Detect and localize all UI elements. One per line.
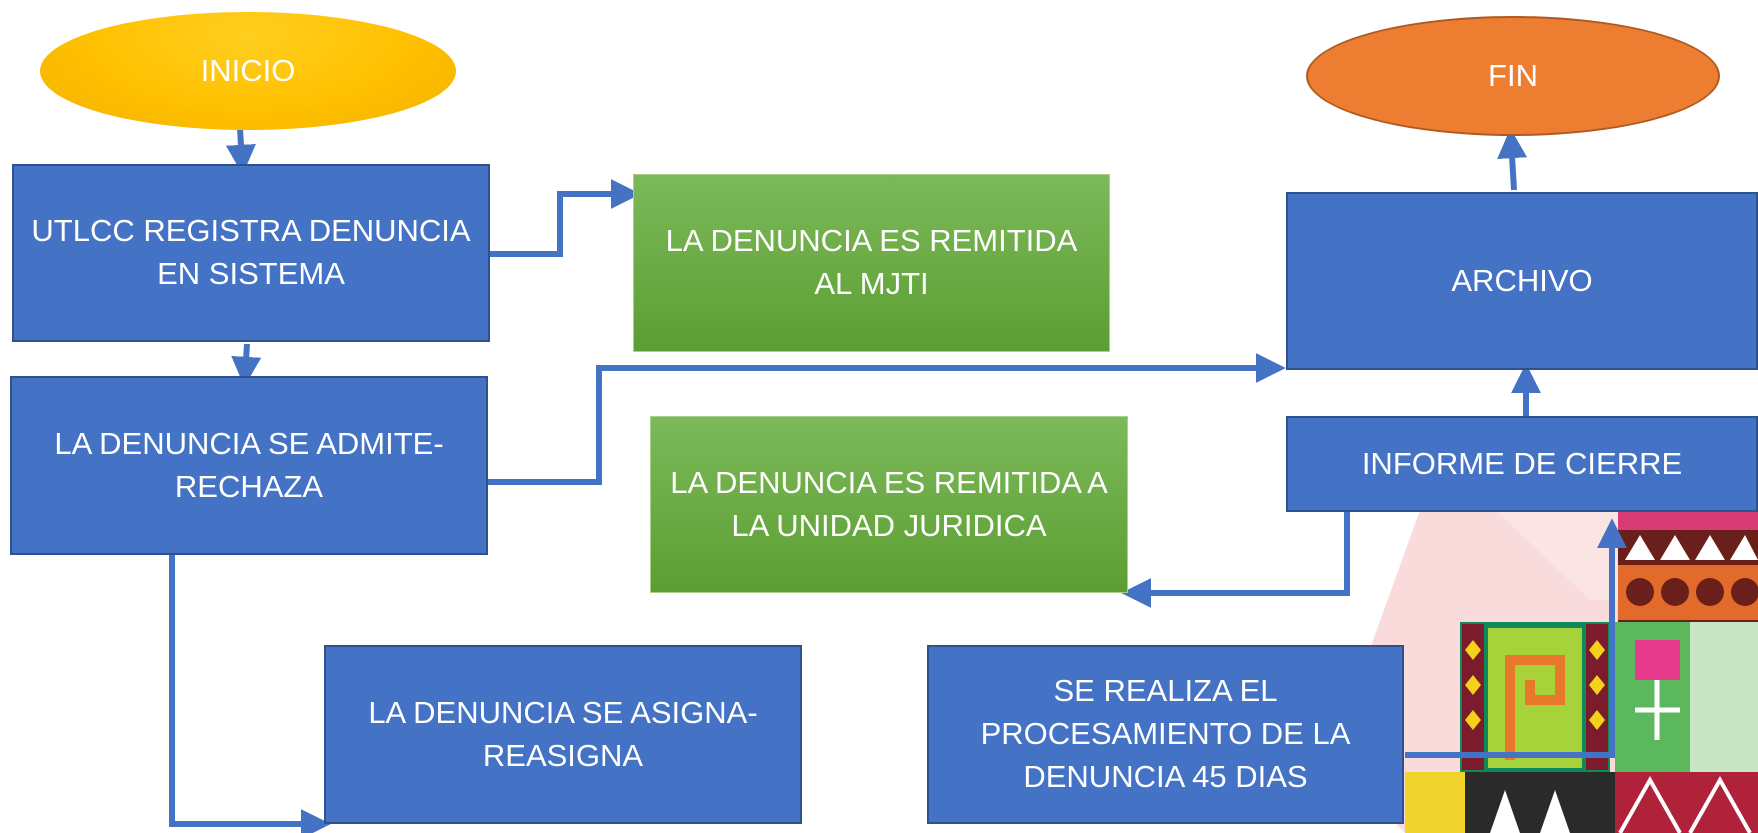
connector-registra-admite: [231, 343, 262, 387]
start-node-label: INICIO: [200, 52, 296, 88]
informe-cierre-label: INFORME DE CIERRE: [1361, 445, 1683, 481]
archivo-label: ARCHIVO: [1451, 262, 1593, 298]
archivo-box: ARCHIVO: [1286, 192, 1758, 370]
end-node: FIN: [1306, 16, 1720, 136]
remitida-juridica-box: LA DENUNCIA ES REMITIDA A LA UNIDAD JURI…: [650, 416, 1128, 593]
procesamiento-label: SE REALIZA EL PROCESAMIENTO DE LA DENUNC…: [980, 673, 1351, 794]
registra-denuncia-label: UTLCC REGISTRA DENUNCIA EN SISTEMA: [31, 213, 471, 291]
registra-denuncia-box: UTLCC REGISTRA DENUNCIA EN SISTEMA: [12, 164, 490, 342]
connector-procesamiento-informe: [1405, 518, 1627, 758]
remitida-juridica-label: LA DENUNCIA ES REMITIDA A LA UNIDAD JURI…: [670, 464, 1108, 543]
informe-cierre-box: INFORME DE CIERRE: [1286, 416, 1758, 512]
start-node: INICIO: [40, 12, 456, 130]
asigna-reasigna-box: LA DENUNCIA SE ASIGNA-REASIGNA: [324, 645, 802, 824]
connector-inicio-registra: [225, 127, 256, 175]
connector-admite-archivo: [485, 353, 1286, 485]
remitida-mjti-box: LA DENUNCIA ES REMITIDA AL MJTI: [633, 174, 1110, 352]
connector-informe-juridica: [1121, 512, 1350, 608]
admite-rechaza-label: LA DENUNCIA SE ADMITE-RECHAZA: [54, 425, 444, 504]
connector-registra-mjti: [488, 179, 641, 257]
asigna-reasigna-label: LA DENUNCIA SE ASIGNA-REASIGNA: [368, 694, 758, 773]
end-node-label: FIN: [1488, 57, 1538, 93]
admite-rechaza-box: LA DENUNCIA SE ADMITE-RECHAZA: [10, 376, 488, 555]
connector-admite-asigna: [169, 553, 331, 833]
connector-archivo-fin: [1497, 128, 1528, 191]
remitida-mjti-label: LA DENUNCIA ES REMITIDA AL MJTI: [665, 223, 1078, 301]
procesamiento-box: SE REALIZA EL PROCESAMIENTO DE LA DENUNC…: [927, 645, 1404, 824]
